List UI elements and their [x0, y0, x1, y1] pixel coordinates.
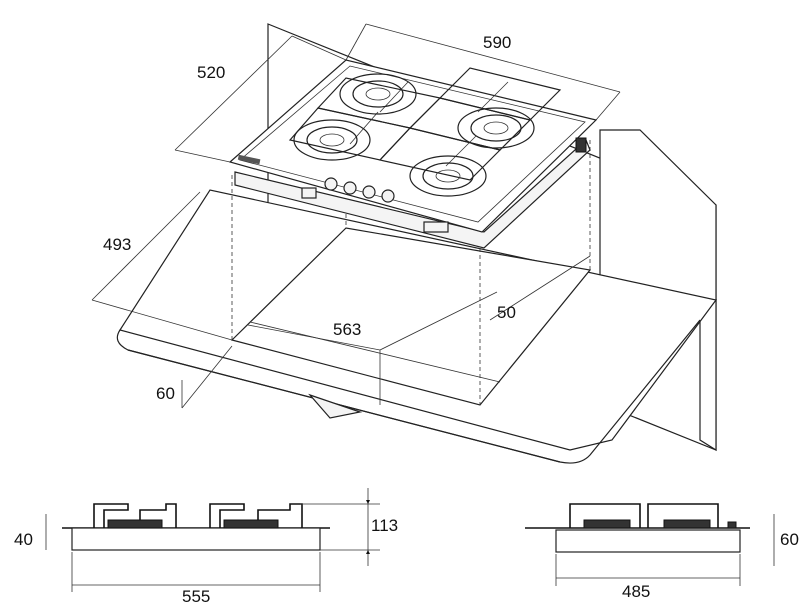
dim-hob-width: 590 [483, 33, 511, 52]
dim-side-total-width: 485 [622, 582, 650, 601]
gas-connector-icon [301, 187, 317, 199]
burners [293, 73, 535, 197]
dim-front-body-height: 40 [14, 530, 33, 549]
control-knobs [324, 177, 395, 203]
dim-front-total-width: 555 [182, 587, 210, 606]
hob-body [228, 59, 598, 249]
dim-min-gap: 60 [156, 384, 175, 403]
knob-icon [343, 181, 357, 195]
front-elevation: 40 113 555 [14, 488, 398, 606]
dim-front-total-height: 113 [371, 516, 398, 535]
burner-icon [293, 119, 371, 161]
dim-cutout-width: 563 [333, 320, 361, 339]
projection-lines [231, 140, 591, 405]
burner-icon [457, 107, 535, 149]
dim-front-margin: 50 [497, 303, 516, 322]
side-elevation: 485 60 [525, 503, 799, 601]
knob-icon [362, 185, 376, 199]
dim-hob-depth: 520 [197, 63, 225, 82]
burner-icon [409, 155, 487, 197]
dim-side-body-height: 60 [780, 530, 799, 549]
burner-icon [339, 73, 417, 115]
dim-cutout-depth: 493 [103, 235, 131, 254]
dimension-labels-3d: 590 520 493 563 50 60 [103, 33, 516, 403]
knob-icon [324, 177, 338, 191]
dimension-lines [91, 23, 621, 409]
brand-badge [237, 154, 261, 165]
knob-icon [381, 189, 395, 203]
